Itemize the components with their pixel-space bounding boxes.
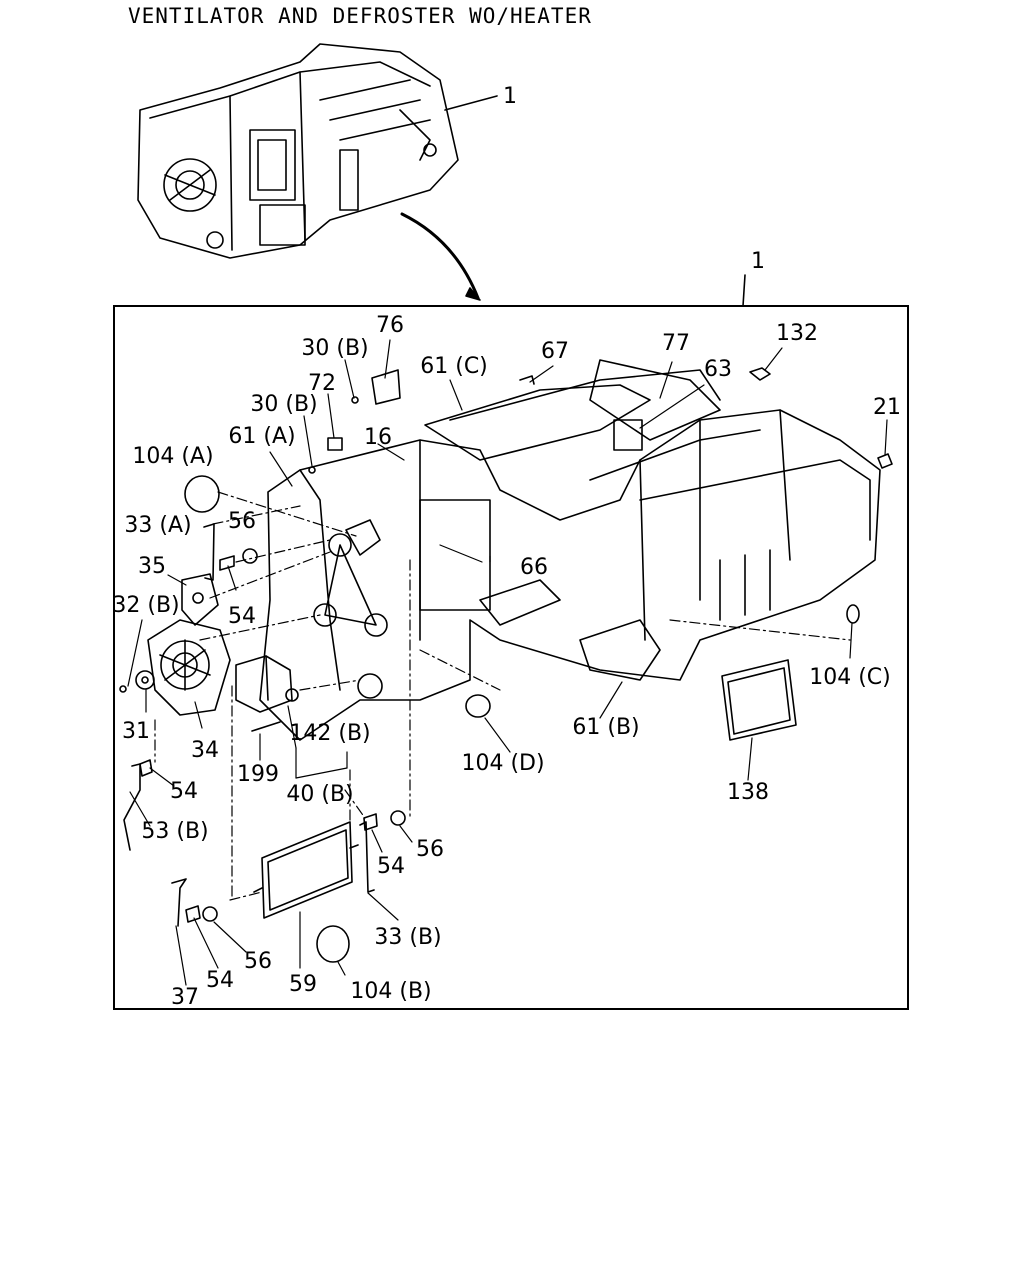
callout-104a: 104 (A) [132,444,214,469]
part-67 [519,375,535,385]
callout-37: 37 [171,985,199,1010]
rod-33a [203,523,215,581]
callout-104c: 104 (C) [809,665,891,690]
callout-61b: 61 (B) [572,715,640,740]
callout-30b: 30 (B) [301,336,369,361]
callout-34: 34 [191,738,219,763]
callout-56: 56 [244,949,272,974]
callout-54: 54 [170,779,198,804]
callout-1: 1 [751,249,765,274]
diagram-title: VENTILATOR AND DEFROSTER WO/HEATER [128,4,592,28]
view-arrow [400,212,480,300]
cap-104b [316,925,350,963]
part-76-bracket [371,369,401,405]
part-132-clip [749,367,771,381]
cap-104c [846,604,860,624]
clip-56 [390,810,406,826]
assembly-lines [154,491,851,901]
part-21-nut [877,453,893,469]
part-72 [327,437,343,451]
actuator-40b [235,655,299,713]
callout-53b: 53 (B) [141,819,209,844]
callout-77: 77 [662,331,690,356]
lever-35 [181,573,219,626]
callout-72: 72 [308,371,336,396]
rod-33b [359,821,375,893]
callout-132: 132 [776,321,818,346]
clip-54 [219,555,235,571]
screw-199 [251,721,281,732]
callout-104b: 104 (B) [350,979,432,1004]
rod-37 [171,878,187,927]
callout-59: 59 [289,972,317,997]
callout-33a: 33 (A) [124,513,192,538]
callout-30b: 30 (B) [250,392,318,417]
filter-138 [721,659,797,741]
callout-40b: 40 (B) [286,782,354,807]
door-59 [253,821,359,919]
callout-66: 66 [520,555,548,580]
callout-21: 21 [873,395,901,420]
screw-32b [119,685,127,693]
leader-lines [127,339,888,986]
callout-54: 54 [206,968,234,993]
callout-16: 16 [364,425,392,450]
assembled-unit-illustration [137,43,459,259]
callout-138: 138 [727,780,769,805]
callout-67: 67 [541,339,569,364]
clip-54 [139,759,153,777]
clip-56 [202,906,218,922]
cap-104d [465,694,491,718]
callout-1: 1 [503,84,517,109]
clip-54 [185,905,201,923]
washer-31 [135,670,155,690]
callout-199: 199 [237,762,279,787]
rod-53b [123,763,141,851]
clip-54 [363,813,378,831]
callout-35: 35 [138,554,166,579]
callout-61c: 61 (C) [420,354,488,379]
exploded-view-frame [113,305,909,1010]
callout-63: 63 [704,357,732,382]
callout-142b: 142 (B) [289,721,371,746]
callout-104d: 104 (D) [461,751,545,776]
callout-32b: 32 (B) [112,593,180,618]
callout-54: 54 [377,854,405,879]
upper-duct [424,359,721,461]
screw-30b [308,466,316,474]
main-housing [259,369,881,741]
callout-61a: 61 (A) [228,424,296,449]
callout-54: 54 [228,604,256,629]
cap-104a [184,475,220,513]
clip-56 [242,548,258,564]
callout-76: 76 [376,313,404,338]
link-assembly [313,519,388,699]
callout-56: 56 [228,509,256,534]
callout-33b: 33 (B) [374,925,442,950]
callout-31: 31 [122,719,150,744]
screw-30b [351,396,359,404]
gear-plate-34 [147,619,231,716]
callout-56: 56 [416,837,444,862]
